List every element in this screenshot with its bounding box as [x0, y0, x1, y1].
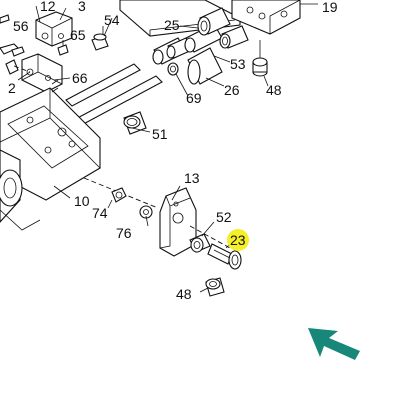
part-13-plate: [159, 187, 197, 257]
callout-65: 65: [70, 27, 86, 43]
callout-25: 25: [164, 17, 180, 33]
part-51-sleeve: [123, 111, 147, 135]
part-74-nut: [111, 187, 127, 203]
callout-23: 23: [230, 232, 246, 248]
callout-66: 66: [72, 70, 88, 86]
callout-74: 74: [92, 205, 108, 221]
callout-13: 13: [184, 170, 200, 186]
callout-26: 26: [224, 82, 240, 98]
part-23-pin: [207, 243, 242, 270]
leader-lines: [17, 5, 269, 293]
part-54-fitting: [91, 26, 109, 51]
part-65-screw: [57, 40, 69, 56]
nav-arrow[interactable]: [308, 328, 360, 360]
callout-19: 19: [322, 0, 338, 15]
callout-53: 53: [230, 56, 246, 72]
fittings-56: [0, 14, 25, 57]
callout-48-top: 48: [266, 82, 282, 98]
callout-12: 12: [40, 0, 56, 14]
callout-56: 56: [13, 18, 29, 34]
part-3-block: [35, 11, 73, 47]
highlight-23: [227, 229, 249, 251]
callout-10: 10: [74, 193, 90, 209]
part-76-washer: [139, 205, 153, 219]
callout-51: 51: [152, 126, 168, 142]
callout-69: 69: [186, 90, 202, 106]
part-52-bushing: [189, 233, 211, 253]
arrow-up-left-icon[interactable]: [308, 328, 360, 360]
callout-labels: 12 3 54 56 65 25 19 53 66 2 69 26 48 51 …: [8, 0, 338, 302]
callout-3: 3: [78, 0, 86, 14]
axis-housing-13: [83, 177, 159, 209]
callout-2: 2: [8, 80, 16, 96]
callout-48-bottom: 48: [176, 286, 192, 302]
part-10-housing: [0, 79, 101, 231]
callout-54: 54: [104, 12, 120, 28]
part-19-block: [231, 0, 318, 35]
callout-76: 76: [116, 225, 132, 241]
part-66-bracket: [5, 53, 63, 93]
part-48-top-screw: [252, 40, 268, 77]
part-48-bottom-screw: [205, 277, 225, 297]
cylinders-25-53-26: [152, 7, 249, 85]
callout-52: 52: [216, 209, 232, 225]
